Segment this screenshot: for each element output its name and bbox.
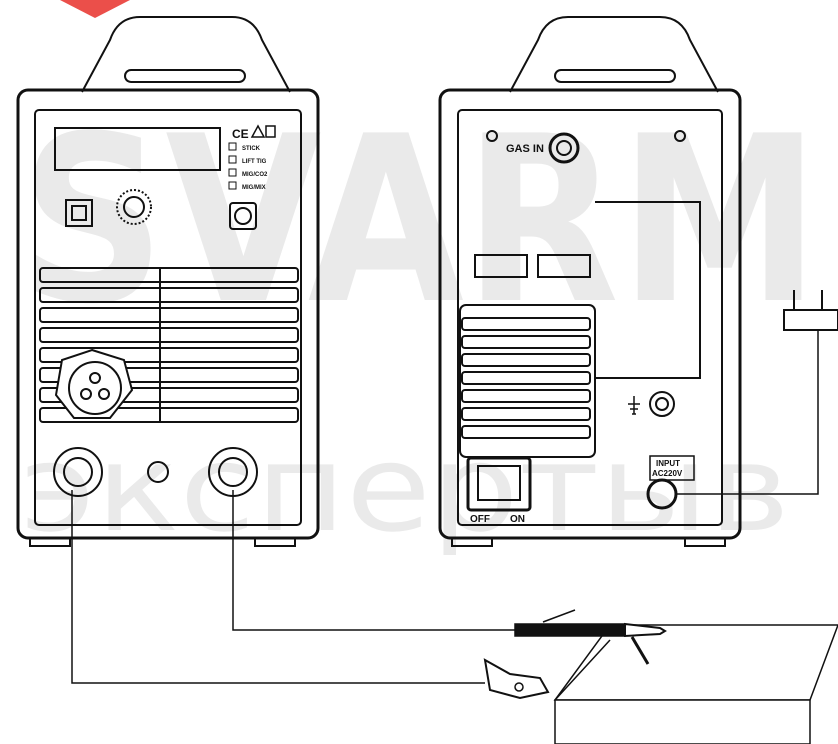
ground-symbol-icon — [628, 396, 640, 415]
gas-inlet-fitting-inner — [556, 140, 572, 156]
front-ce-mark: CE — [232, 127, 249, 141]
mains-cable — [676, 330, 819, 495]
earth-clamp — [483, 658, 550, 700]
rear-screw-left — [486, 130, 498, 142]
torch-wire-lead — [542, 609, 576, 623]
torch-neck — [624, 622, 667, 638]
front-torch-pin-1 — [89, 372, 101, 384]
rear-screw-right — [674, 130, 686, 142]
front-foot-right — [254, 537, 296, 547]
rear-ground-terminal — [649, 391, 675, 417]
torch-handle — [514, 623, 626, 637]
front-mode-button-ring — [234, 207, 252, 225]
warning-triangle-icon — [250, 124, 266, 138]
front-display — [54, 127, 221, 171]
rear-fan-grille — [459, 304, 596, 458]
front-handle-grip — [124, 69, 246, 83]
front-terminal-negative — [53, 447, 103, 497]
front-control-knob — [116, 189, 152, 225]
rear-label-plate-large — [537, 254, 591, 278]
front-mode-label-mig-mix: MIG/MIX — [242, 185, 266, 191]
front-inner-frame — [34, 109, 302, 526]
input-label-line1: INPUT — [656, 459, 680, 468]
watermark-brand: SVARM — [20, 88, 820, 355]
earth-clamp-pivot — [514, 682, 524, 692]
front-handle — [81, 16, 291, 93]
ground-cable — [71, 490, 485, 684]
front-terminal-positive-inner — [218, 457, 248, 487]
power-switch-rocker — [477, 465, 521, 501]
rear-ground-terminal-inner — [655, 397, 669, 411]
front-mode-label-mig-co2: MIG/CO2 — [242, 172, 268, 178]
mains-plug — [676, 290, 838, 495]
input-label-line2: AC220V — [652, 469, 683, 478]
workpiece-front — [554, 699, 811, 744]
rear-panel — [438, 16, 742, 547]
rear-foot-left — [451, 537, 493, 547]
front-torch-pin-2 — [80, 388, 92, 400]
front-body — [16, 88, 320, 540]
manual-book-icon — [265, 125, 276, 138]
front-torch-connector-ring — [68, 361, 122, 415]
front-connector-inner — [71, 205, 87, 221]
torch-cable — [232, 490, 515, 631]
front-terminal-negative-inner — [63, 457, 93, 487]
rear-handle — [509, 16, 719, 93]
front-mode-label-lift-tig: LIFT TIG — [242, 159, 267, 165]
front-indicator-light — [147, 461, 169, 483]
gas-inlet-fitting — [548, 132, 580, 164]
work-setup — [71, 490, 838, 744]
front-mode-button — [229, 202, 257, 230]
front-grille — [39, 267, 299, 423]
power-switch-off-label: OFF — [470, 514, 490, 525]
rear-rating-plate — [595, 201, 701, 379]
rear-body — [438, 88, 742, 540]
front-torch-pin-3 — [98, 388, 110, 400]
watermark: SVARM экспертыв — [20, 0, 820, 559]
front-mode-label-stick: STICK — [242, 146, 261, 152]
input-label-box — [649, 455, 695, 481]
rear-foot-right — [684, 537, 726, 547]
front-foot-left — [29, 537, 71, 547]
power-switch-on-label: ON — [510, 514, 525, 525]
front-mode-list: STICK LIFT TIG MIG/CO2 MIG/MIX CE — [228, 124, 276, 191]
rear-label-plate-small — [474, 254, 528, 278]
front-panel — [16, 16, 320, 547]
power-switch-bezel — [466, 456, 532, 512]
front-connector-socket — [65, 199, 93, 227]
plug-body — [783, 309, 838, 331]
rear-handle-grip — [554, 69, 676, 83]
front-control-knob-center — [123, 196, 145, 218]
rear-inner-frame — [457, 109, 723, 526]
arc-line — [554, 639, 611, 701]
torch-trigger — [630, 636, 650, 665]
watermark-red-swoosh — [60, 0, 130, 18]
watermark-subtitle: экспертыв — [20, 420, 790, 559]
gas-in-label: GAS IN — [506, 143, 544, 155]
